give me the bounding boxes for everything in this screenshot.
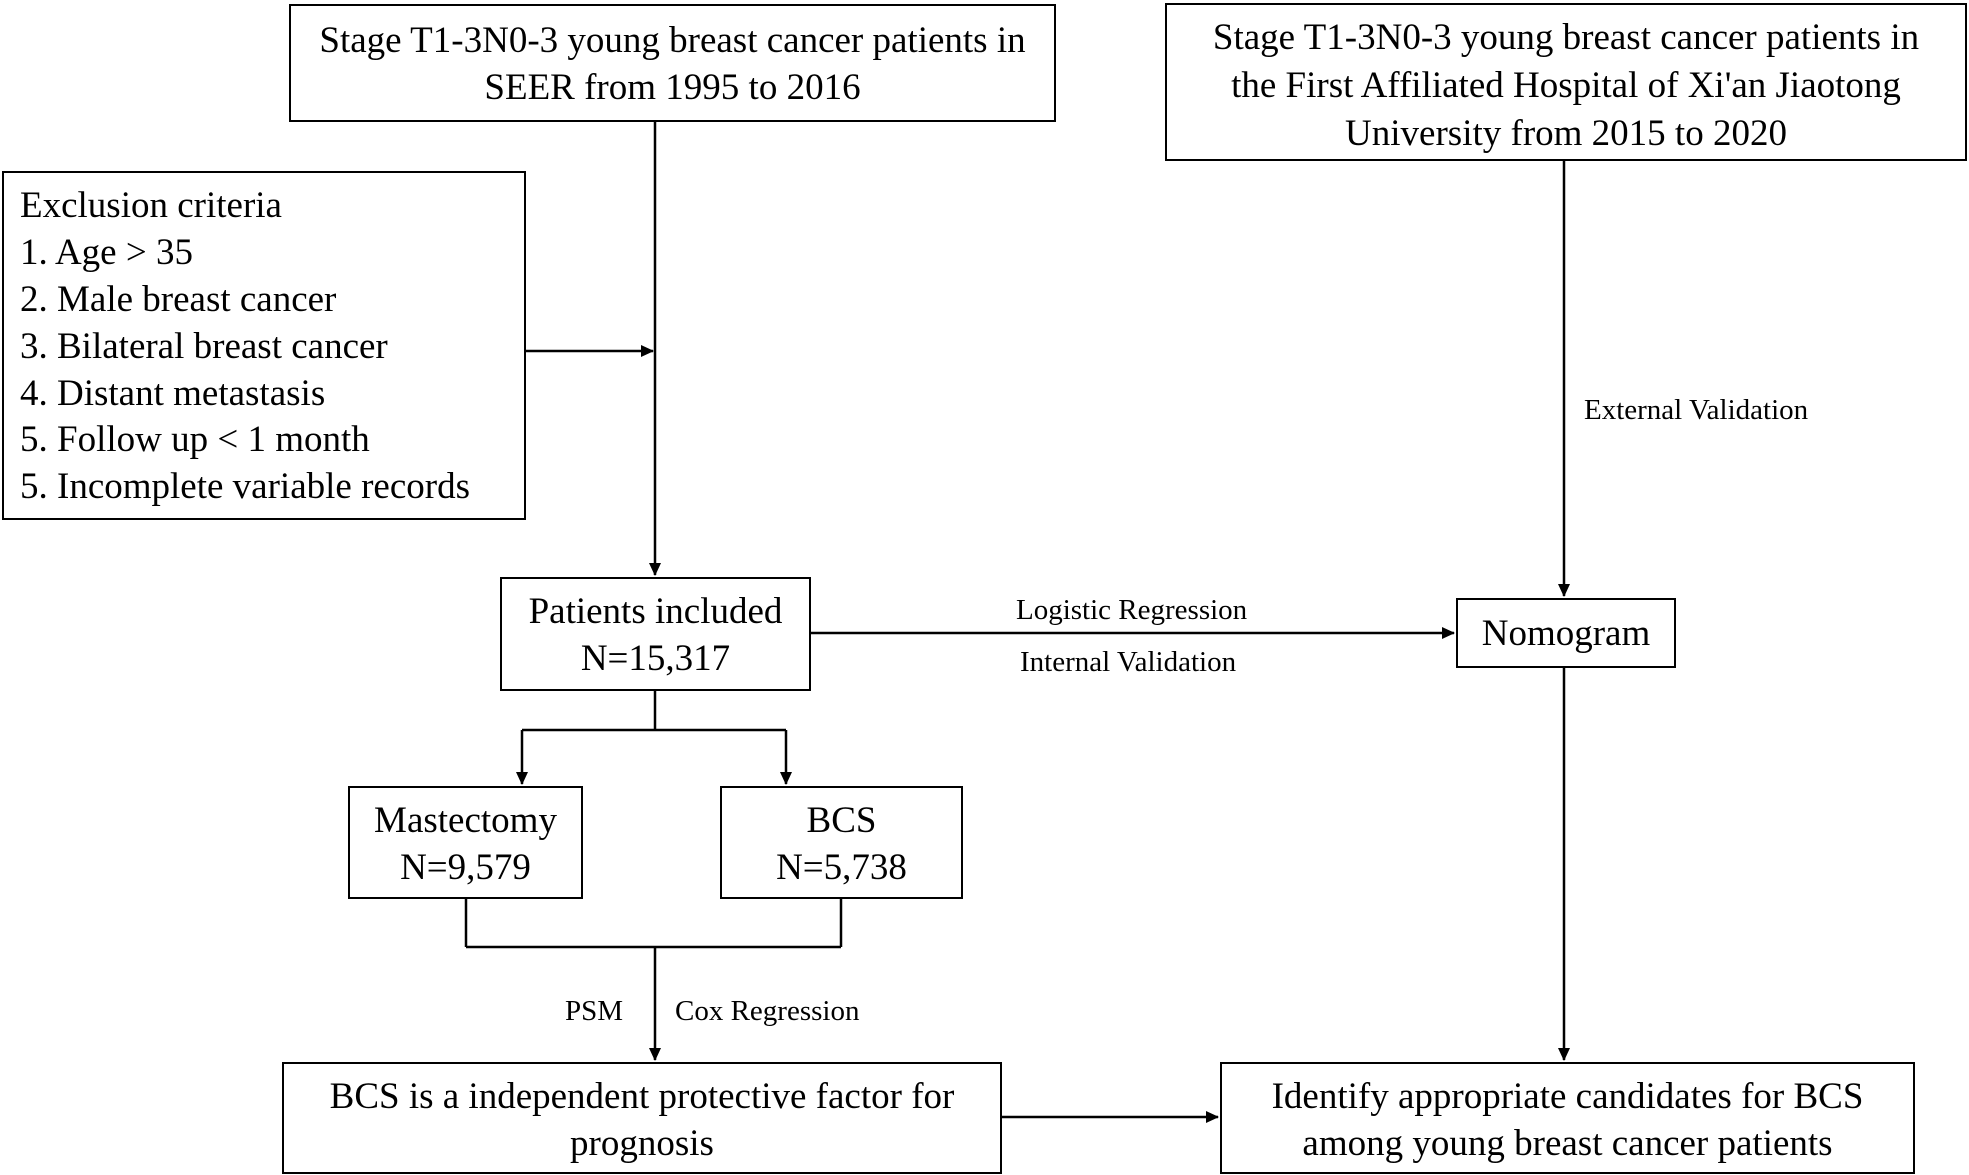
external-validation-label: External Validation <box>1584 394 1809 426</box>
exclusion-item: 3. Bilateral breast cancer <box>20 326 388 367</box>
nomogram-box: Nomogram <box>1456 598 1676 668</box>
internal-validation-label: Internal Validation <box>1020 646 1237 678</box>
protective-factor-box: BCS is a independent protective factor f… <box>282 1062 1002 1174</box>
mastectomy-count: N=9,579 <box>400 847 531 888</box>
hospital-box-line-3: University from 2015 to 2020 <box>1345 113 1787 154</box>
bcs-group-label: BCS <box>806 800 877 841</box>
logistic-regression-label: Logistic Regression <box>1016 594 1248 626</box>
seer-box-line-2: SEER from 1995 to 2016 <box>484 67 861 108</box>
seer-population-box: Stage T1-3N0-3 young breast cancer patie… <box>289 4 1056 122</box>
patients-included-box: Patients included N=15,317 <box>500 577 811 691</box>
patients-included-count: N=15,317 <box>580 638 731 679</box>
mastectomy-label: Mastectomy <box>374 800 557 841</box>
mastectomy-box: Mastectomy N=9,579 <box>348 786 583 899</box>
hospital-box-line-2: the First Affiliated Hospital of Xi'an J… <box>1231 65 1901 106</box>
exclusion-item: 5. Incomplete variable records <box>20 466 470 507</box>
exclusion-item: 5. Follow up < 1 month <box>20 419 370 460</box>
psm-label: PSM <box>565 995 624 1027</box>
cox-regression-label: Cox Regression <box>675 995 860 1027</box>
exclusion-item: 2. Male breast cancer <box>20 279 337 320</box>
seer-box-line-1: Stage T1-3N0-3 young breast cancer patie… <box>319 20 1026 61</box>
exclusion-item: 4. Distant metastasis <box>20 373 326 414</box>
bcs-group-box: BCS N=5,738 <box>720 786 963 899</box>
protective-factor-line-1: BCS is a independent protective factor f… <box>329 1076 955 1117</box>
exclusion-criteria-title: Exclusion criteria <box>20 185 282 226</box>
protective-factor-line-2: prognosis <box>570 1123 714 1164</box>
patients-included-label: Patients included <box>528 591 783 632</box>
bcs-group-count: N=5,738 <box>776 847 907 888</box>
candidates-line-1: Identify appropriate candidates for BCS <box>1271 1076 1864 1117</box>
exclusion-item: 1. Age > 35 <box>20 232 193 273</box>
nomogram-label: Nomogram <box>1481 613 1651 654</box>
candidates-box: Identify appropriate candidates for BCS … <box>1220 1062 1915 1174</box>
candidates-line-2: among young breast cancer patients <box>1302 1123 1833 1164</box>
hospital-box-line-1: Stage T1-3N0-3 young breast cancer patie… <box>1212 17 1920 58</box>
hospital-population-box: Stage T1-3N0-3 young breast cancer patie… <box>1165 3 1967 161</box>
exclusion-criteria-box: Exclusion criteria 1. Age > 35 2. Male b… <box>2 171 526 520</box>
